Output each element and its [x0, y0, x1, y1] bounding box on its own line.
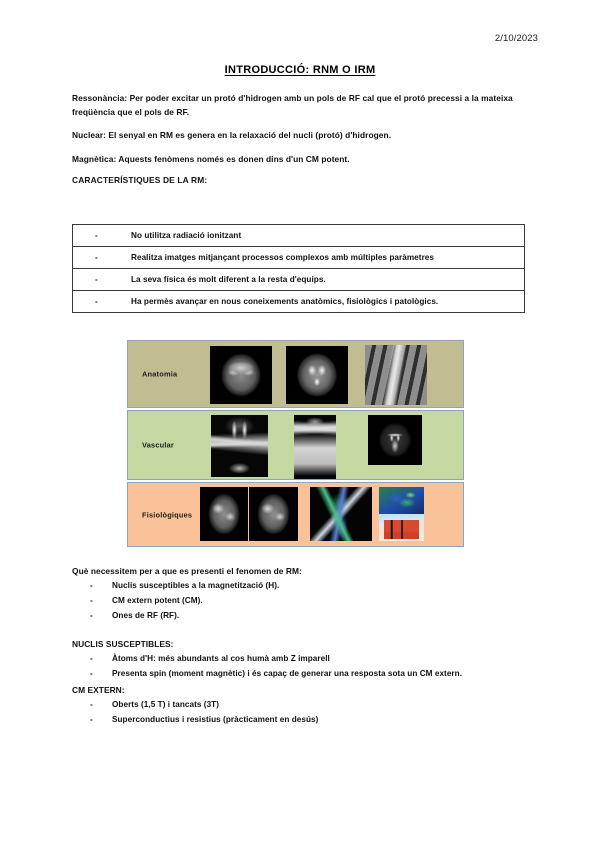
list-item-label: CM extern potent (CM). — [112, 596, 203, 606]
image-grid-row-vascular: Vascular — [127, 410, 464, 480]
characteristic-text: No utilitza radiació ionitzant — [131, 231, 242, 240]
bullet-dash: - — [90, 715, 93, 725]
list-item-label: Àtoms d'H: més abundants al cos humà amb… — [112, 654, 330, 663]
cerebral-mr-angiography — [368, 415, 422, 465]
page-title: INTRODUCCIÓ: RNM O IRM — [0, 64, 600, 76]
bullet-dash: - — [95, 297, 98, 306]
list-item: - Ones de RF (RF). — [72, 608, 528, 623]
adc-map-brain-mri — [249, 487, 298, 541]
bullet-dash: - — [95, 275, 98, 284]
characteristics-table: - No utilitza radiació ionitzant - Reali… — [72, 224, 525, 313]
dti-tractography — [310, 487, 372, 541]
list-item-label: Superconductius i resistius (pràcticamen… — [112, 715, 319, 725]
bullet-dash: - — [90, 581, 93, 590]
table-row: - No utilitza radiació ionitzant — [72, 224, 525, 247]
characteristic-text: La seva física és molt diferent a la res… — [131, 275, 326, 284]
image-grid-row-anatomia: Anatomia — [127, 340, 464, 408]
axial-brain-t2-mri — [286, 346, 348, 404]
table-row: - Realitza imatges mitjançant processos … — [72, 246, 525, 269]
table-cell: - La seva física és molt diferent a la r… — [72, 268, 525, 291]
external-field-block: CM EXTERN: - Oberts (1,5 T) i tancats (3… — [72, 685, 528, 727]
bullet-dash: - — [90, 596, 93, 606]
mr-spectroscopy — [379, 514, 424, 541]
requirements-lead: Què necessitem per a que es presenti el … — [72, 566, 302, 576]
list-item-label: Presenta spin (moment magnètic) i és cap… — [112, 669, 463, 679]
characteristic-text: Ha permès avançar en nous coneixements a… — [131, 297, 439, 306]
perfusion-color-map — [379, 487, 424, 514]
page-title-text: INTRODUCCIÓ: RNM O IRM — [224, 64, 376, 76]
characteristic-text: Realitza imatges mitjançant processos co… — [131, 253, 435, 262]
paragraph-magnetica: Magnètica: Aquests fenòmens només es don… — [72, 153, 350, 164]
list-item-label: Oberts (1,5 T) i tancats (3T) — [112, 700, 219, 709]
image-grid-row-fisiologiques: Fisiològiques — [127, 482, 464, 547]
nuclei-list: - Àtoms d'H: més abundants al cos humà a… — [72, 651, 528, 681]
mri-image-grid: Anatomia Vascular Fisiològiques — [127, 340, 464, 547]
list-item: - Nuclis susceptibles a la magnetització… — [72, 578, 528, 593]
row-label-vascular: Vascular — [142, 440, 175, 450]
nuclei-block: NUCLIS SUSCEPTIBLES: - Àtoms d'H: més ab… — [72, 639, 528, 681]
list-item: - Oberts (1,5 T) i tancats (3T) — [72, 697, 528, 712]
diffusion-weighted-brain-mri — [200, 487, 248, 541]
paragraph-ressonancia: Ressonància: Per poder excitar un protó … — [72, 93, 513, 117]
bullet-dash: - — [90, 669, 93, 679]
intro-text-block: Ressonància: Per poder excitar un protó … — [72, 92, 528, 185]
document-date: 2/10/2023 — [494, 33, 538, 44]
paragraph-nuclear: Nuclear: El senyal en RM es genera en la… — [72, 130, 392, 141]
table-row: - La seva física és molt diferent a la r… — [72, 268, 525, 291]
requirements-block: Què necessitem per a que es presenti el … — [72, 566, 528, 624]
table-cell: - Realitza imatges mitjançant processos … — [72, 246, 525, 269]
peripheral-runoff-mr-angiography — [294, 415, 336, 479]
row-label-fisiologiques: Fisiològiques — [142, 510, 193, 519]
bullet-dash: - — [90, 654, 93, 663]
list-item-label: Ones de RF (RF). — [112, 611, 180, 621]
characteristics-heading: CARACTERÍSTIQUES DE LA RM: — [72, 175, 208, 186]
list-item-label: Nuclis susceptibles a la magnetització (… — [112, 581, 280, 590]
table-row: - Ha permès avançar en nous coneixements… — [72, 290, 525, 313]
list-item: - CM extern potent (CM). — [72, 593, 528, 608]
bullet-dash: - — [95, 253, 98, 262]
bullet-dash: - — [95, 231, 98, 240]
axial-brain-t1-mri — [210, 346, 272, 404]
sagittal-lumbar-spine-mri — [365, 345, 427, 405]
list-item: - Superconductius i resistius (pràcticam… — [72, 712, 528, 727]
table-cell: - Ha permès avançar en nous coneixements… — [72, 290, 525, 313]
requirements-list: - Nuclis susceptibles a la magnetització… — [72, 578, 528, 624]
carotid-mr-angiography — [211, 415, 268, 477]
bullet-dash: - — [90, 700, 93, 709]
external-field-list: - Oberts (1,5 T) i tancats (3T) - Superc… — [72, 697, 528, 727]
row-label-anatomia: Anatomia — [142, 369, 178, 379]
nuclei-lead: NUCLIS SUSCEPTIBLES: — [72, 639, 174, 649]
bullet-dash: - — [90, 611, 93, 621]
list-item: - Presenta spin (moment magnètic) i és c… — [72, 666, 528, 681]
list-item: - Àtoms d'H: més abundants al cos humà a… — [72, 651, 528, 666]
external-field-lead: CM EXTERN: — [72, 685, 125, 695]
table-cell: - No utilitza radiació ionitzant — [72, 224, 525, 247]
